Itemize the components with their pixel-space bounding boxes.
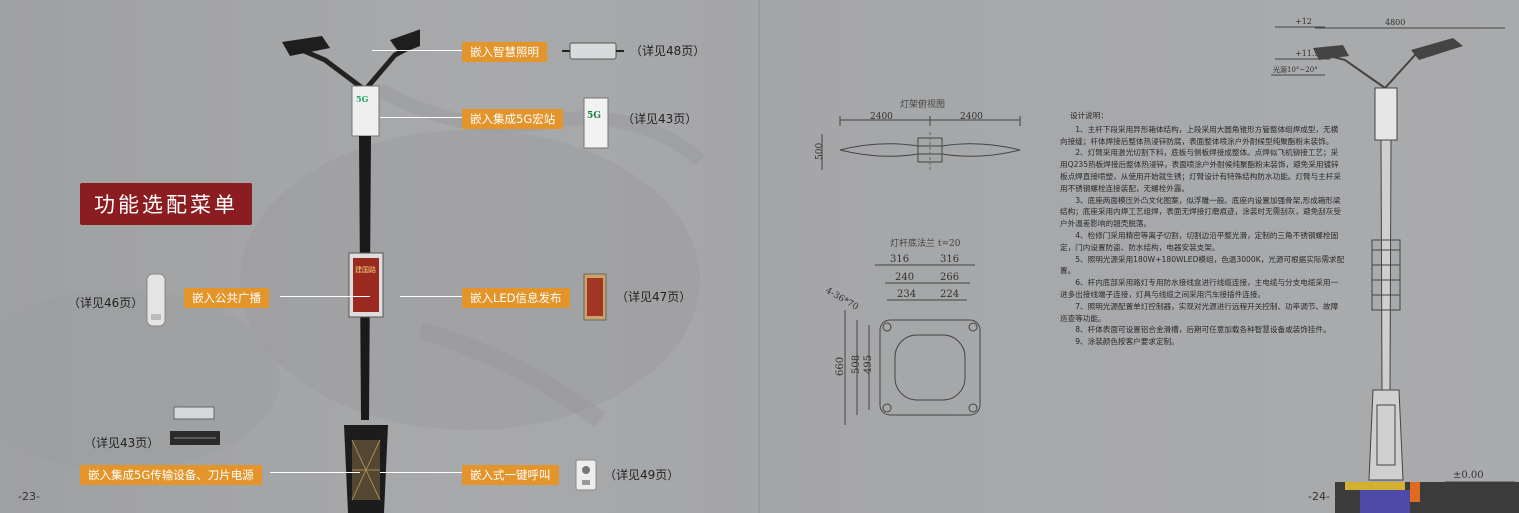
led-display-icon <box>583 273 607 321</box>
left-page: 5G 建国路 嵌入智慧照明 （详见48页） 嵌入集成5G宏站 5G （详见43页… <box>0 0 759 513</box>
flange-title: 灯杆底法兰 t=20 <box>890 239 961 249</box>
flange-dim: 234 <box>897 289 916 300</box>
leader-line <box>400 296 462 297</box>
module-tag-smart-lighting: 嵌入智慧照明 <box>462 42 547 62</box>
page-number: -23- <box>18 490 40 503</box>
module-ref: （详见43页） <box>622 112 698 126</box>
page-fold <box>758 0 760 513</box>
module-ref: （详见46页） <box>68 296 144 310</box>
elevation-drawing: +12 +11.5 光源10°~20° 4800 ±0.00 <box>1271 17 1519 513</box>
module-tag-one-key-call: 嵌入式一键呼叫 <box>462 465 559 485</box>
module-ref: （详见43页） <box>84 436 160 450</box>
note-item: 3、底座两面模压外凸文化图案，似浮雕一般。底座内设置加强骨架,形成箱形梁结构；底… <box>1060 195 1341 229</box>
design-notes: 设计说明： 1、主杆下段采用异形箱体结构，上段采用大圆角锥形方管整体组焊成型，无… <box>1060 110 1345 348</box>
note-item: 5、照明光源采用180W+180WLED模组，色温3000K，光源可根据实际需求… <box>1060 254 1345 276</box>
blade-power-icon <box>170 406 220 445</box>
leader-line <box>380 117 462 118</box>
ground-level: ±0.00 <box>1453 470 1484 481</box>
note-item: 6、杆内底部采用路灯专用防水接线盒进行线缆连接，主电缆与分支电缆采用一进多出接线… <box>1060 278 1339 299</box>
module-tag-5g-transmission: 嵌入集成5G传输设备、刀片电源 <box>80 465 262 485</box>
svg-text:5G: 5G <box>356 94 369 104</box>
flange-dim: 240 <box>895 272 914 283</box>
elevation-width: 4800 <box>1385 18 1405 27</box>
flange-dim: 508 <box>851 355 862 374</box>
flange-dim: 316 <box>940 254 959 265</box>
module-tag-led-info: 嵌入LED信息发布 <box>462 288 570 308</box>
note-item: 4、检修门采用精密等离子切割，切割边沿平整光滑，定制的三角不锈钢螺栓固定，门内设… <box>1060 230 1339 252</box>
module-ref: （详见48页） <box>630 44 706 58</box>
dim-right: 2400 <box>960 112 983 122</box>
leader-line <box>380 472 462 473</box>
flange-dim: 495 <box>863 355 874 374</box>
top-view-title: 灯架俯视图 <box>900 100 946 110</box>
note-item: 7、照明光源配置单灯控制器，实现对光源进行远程开关控制、功率调节、故障巡查等功能… <box>1060 301 1339 323</box>
page-number: -24- <box>1308 490 1330 503</box>
flange-drawing: 316 316 240 266 234 224 4-36*70 660 508 … <box>824 254 981 425</box>
5g-base-station-icon: 5G <box>583 97 609 149</box>
leader-line <box>372 50 462 51</box>
note-item: 1、主杆下段采用异形箱体结构，上段采用大圆角锥形方管整体组焊成型，无横向接缝；杆… <box>1060 124 1339 146</box>
elevation-mark: +11.5 <box>1295 49 1320 58</box>
pole-sign-text: 建国路 <box>355 265 376 274</box>
svg-text:5G: 5G <box>587 111 601 121</box>
light-angle: 光源10°~20° <box>1273 65 1318 74</box>
module-tag-broadcast: 嵌入公共广播 <box>184 288 269 308</box>
dim-height: 500 <box>815 143 825 160</box>
dim-left: 2400 <box>870 112 893 122</box>
module-ref: （详见49页） <box>604 468 680 482</box>
module-tag-5g-station: 嵌入集成5G宏站 <box>462 109 564 129</box>
notes-title: 设计说明： <box>1070 111 1108 120</box>
driver-box-icon <box>562 42 624 60</box>
note-item: 9、涂装颜色按客户要求定制。 <box>1075 337 1179 347</box>
leader-line <box>270 472 360 473</box>
hole-spec: 4-36*70 <box>824 286 861 313</box>
flange-dim: 224 <box>940 289 959 300</box>
flange-dim: 660 <box>835 357 846 376</box>
speaker-icon <box>146 273 166 327</box>
right-page: 灯架俯视图 2400 2400 500 灯杆底法兰 t=20 316 316 2… <box>760 0 1519 513</box>
menu-title: 功能选配菜单 <box>80 183 252 225</box>
note-item: 8、杆体表面可设置铝合金滑槽，后期可任意加载各种智慧设备或装饰挂件。 <box>1075 325 1331 335</box>
flange-dim: 266 <box>940 272 959 283</box>
top-view-drawing: 2400 2400 500 <box>815 112 1021 170</box>
ink-background <box>0 83 705 470</box>
leader-line <box>280 296 370 297</box>
elevation-mark: +12 <box>1295 17 1312 26</box>
flange-dim: 316 <box>890 254 909 265</box>
intercom-icon <box>575 459 597 491</box>
note-item: 2、灯臂采用激光切割下料，底板与侧板焊接成整体。点焊似飞机铆接工艺；采用Q235… <box>1060 148 1341 193</box>
module-ref: （详见47页） <box>616 290 692 304</box>
smart-pole-illustration: 5G 建国路 <box>282 29 420 513</box>
